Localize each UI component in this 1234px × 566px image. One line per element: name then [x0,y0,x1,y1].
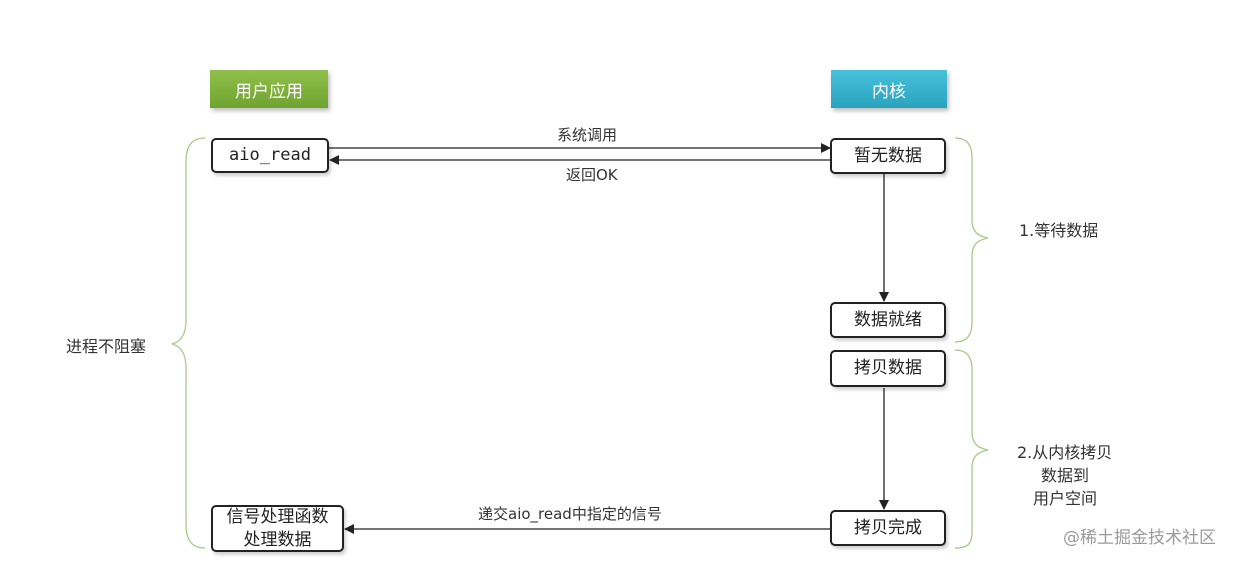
deliver-signal-label: 递交aio_read中指定的信号 [478,505,662,523]
phase2-brace [954,349,989,549]
watermark: @稀土掘金技术社区 [1063,528,1216,548]
phase2-line3: 用户空间 [1033,489,1098,508]
copy-data-box: 拷贝数据 [830,350,946,387]
aio-read-box: aio_read [211,138,329,173]
data-ready-box: 数据就绪 [830,302,946,338]
kernel-header: 内核 [831,70,947,108]
signal-handler-box: 信号处理函数 处理数据 [211,505,344,552]
copy-done-box: 拷贝完成 [830,510,946,546]
phase1-label: 1.等待数据 [1019,221,1099,240]
phase1-brace [954,137,989,343]
signal-handler-line2: 处理数据 [243,529,312,550]
return-ok-label: 返回OK [566,166,618,184]
signal-handler-line1: 信号处理函数 [226,506,329,527]
process-not-blocked-label: 进程不阻塞 [66,337,147,356]
left-brace [171,137,206,549]
phase2-line1: 2.从内核拷贝 [1017,443,1113,462]
syscall-label: 系统调用 [557,126,618,144]
no-data-box: 暂无数据 [830,138,946,174]
phase2-line2: 数据到 [1041,466,1090,485]
user-app-header: 用户应用 [210,70,328,108]
